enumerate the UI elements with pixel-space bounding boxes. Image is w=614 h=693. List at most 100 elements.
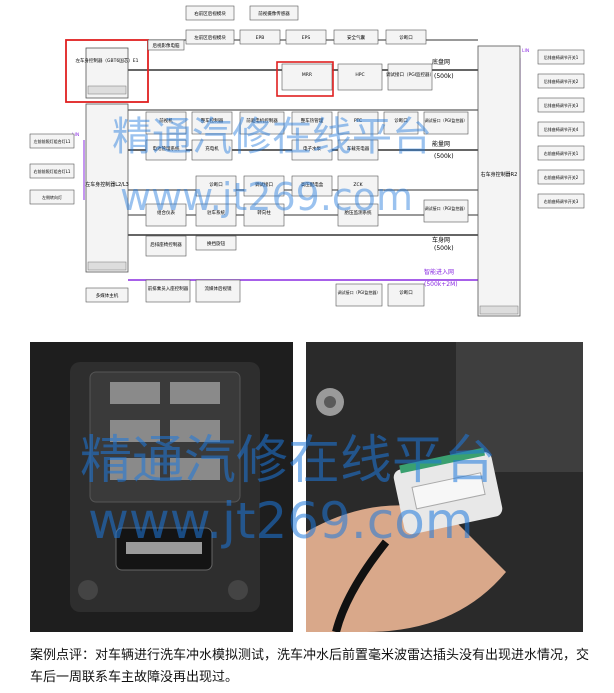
socket-illustration [30,342,293,632]
svg-text:前排乘员入座控制器: 前排乘员入座控制器 [148,285,189,292]
module-row2c: 电子水泵 [291,139,333,161]
module-row4e: 调试接口（PGI监控器） [423,199,469,223]
module-right7: 右前座椅调节开关3 [537,193,585,209]
module-row5a: 后排座椅控制器 [145,235,187,257]
svg-text:流媒体后视镜: 流媒体后视镜 [205,285,232,292]
svg-text:调试接口（PGI监控器）: 调试接口（PGI监控器） [338,289,381,295]
svg-text:诊断口: 诊断口 [399,289,413,296]
bus-speed-smart: (500k+2M) [424,281,458,288]
svg-text:右前座椅调节开关1: 右前座椅调节开关1 [544,150,579,156]
svg-text:PTC: PTC [354,118,362,124]
diagram-watermark-url: www.jt269.com [120,175,413,219]
svg-text:后视影像电脑: 后视影像电脑 [153,42,180,49]
svg-text:左前区后视模块: 左前区后视模块 [194,34,226,41]
bus-label-lin-left: LIN [72,132,79,138]
module-top4: 左前区后视模块 [185,29,235,45]
svg-text:驻车系统: 驻车系统 [207,209,225,216]
svg-text:后排座椅控制器: 后排座椅控制器 [150,241,182,248]
svg-text:整车控制器: 整车控制器 [201,117,224,124]
module-row4b: 驻车系统 [195,203,237,227]
svg-text:MRR: MRR [302,72,312,78]
bus-speed-energy: (500k) [434,153,454,160]
module-right4: 后排座椅调节开关4 [537,121,585,137]
bus-speed-body: (500k) [434,245,454,252]
svg-text:后排座椅调节开关2: 后排座椅调节开关2 [544,78,579,84]
module-row1a: 前视机 [145,111,187,135]
svg-text:右前座椅调节开关3: 右前座椅调节开关3 [544,198,579,204]
module-left1: 左前前照灯组合灯L1 [29,133,75,149]
module-top7: 安全气囊 [333,29,379,45]
svg-text:整车热管理: 整车热管理 [301,117,324,124]
module-left-bcm-main: 左车身控制器L2/L3 [85,103,129,273]
module-left2: 右前前照灯组合灯L1 [29,163,75,179]
bus-label-lin-right: LIN [522,48,529,54]
bus-label-smart: 智能进入网 [424,268,454,276]
module-row5b: 换挡旋钮 [195,235,237,251]
svg-text:后排座椅调节开关3: 后排座椅调节开关3 [544,102,579,108]
module-row2a: 电池管理系统 [145,139,187,161]
svg-text:多媒体主机: 多媒体主机 [96,292,119,299]
module-left-front-bcm: 左车身控制器（GBT6国芯）E1 [76,47,139,99]
svg-text:诊断口: 诊断口 [394,117,408,124]
module-row3b: 调试接口 [243,175,285,197]
highlight-box-left-bcm [65,39,149,103]
svg-text:转向柱: 转向柱 [257,209,271,216]
svg-text:左车身控制器（GBT6国芯）E1: 左车身控制器（GBT6国芯）E1 [76,57,139,64]
diagram-watermark-title: 精通汽修在线平台 [112,114,432,160]
svg-text:调试接口（PGI监控器）: 调试接口（PGI监控器） [425,205,468,211]
highlight-box-mrr [276,61,334,97]
svg-text:右前区后视模块: 右前区后视模块 [194,10,226,17]
svg-text:右前座椅调节开关2: 右前座椅调节开关2 [544,174,579,180]
bus-label-chassis: 底盘网 [432,58,450,66]
module-right3: 后排座椅调节开关3 [537,97,585,113]
module-row1d: 整车热管理 [291,111,333,135]
module-top5: EPB [239,29,281,45]
svg-text:EPB: EPB [256,35,265,41]
module-bot4: 调试接口（PGI监控器） [335,283,383,307]
svg-text:高压配电盒: 高压配电盒 [301,181,324,188]
case-comment: 案例点评：对车辆进行洗车冲水模拟测试，洗车冲水后前置毫米波雷达插头没有出现进水情… [30,648,590,685]
bus-label-energy: 能量网 [432,140,450,148]
svg-text:调试接口（PGI监控器）: 调试接口（PGI监控器） [386,71,434,78]
svg-text:前视机: 前视机 [159,117,173,124]
module-hpc: HPC [337,63,383,91]
svg-text:调试接口: 调试接口 [255,181,273,188]
module-mid3: 调试接口（PGI监控器） [386,63,434,91]
module-row1b: 整车控制器 [191,111,233,135]
svg-text:前驱电机控制器: 前驱电机控制器 [246,117,278,124]
network-topology-diagram: 左车身控制器（GBT6国芯）E1 左车身控制器L2/L3 右车身控制器R2 右前… [0,0,614,330]
svg-text:电子水泵: 电子水泵 [303,145,321,152]
bus-speed-chassis: (500k) [434,73,454,80]
module-row2b: 充电机 [191,139,233,161]
module-top2: 前视摄像传感器 [249,5,299,21]
svg-text:EPS: EPS [302,35,311,41]
bus-label-body: 车身网 [432,236,450,244]
plug-illustration [306,342,583,632]
svg-text:调试接口（PGI监控器）: 调试接口（PGI监控器） [425,117,468,123]
module-row4a: 组合仪表 [145,203,187,227]
module-top3: 后视影像电脑 [147,39,185,51]
svg-text:前视摄像传感器: 前视摄像传感器 [258,10,290,17]
svg-text:后排座椅调节开关1: 后排座椅调节开关1 [544,54,579,60]
module-right5: 右前座椅调节开关1 [537,145,585,161]
module-row1f: 诊断口 [383,111,419,135]
module-row3d: ZCK [337,175,379,197]
svg-text:左前前照灯组合灯L1: 左前前照灯组合灯L1 [34,138,71,144]
module-row2d: 车载充电器 [337,139,379,161]
module-bot3: 流媒体后视镜 [195,279,241,303]
module-right6: 右前座椅调节开关2 [537,169,585,185]
module-top8: 诊断口 [385,29,427,45]
module-right1: 后排座椅调节开关1 [537,49,585,65]
svg-text:ZCK: ZCK [353,182,363,188]
module-left3: 左侧转向灯 [29,189,75,205]
svg-text:后排座椅调节开关4: 后排座椅调节开关4 [544,126,579,132]
svg-text:左侧转向灯: 左侧转向灯 [42,194,62,200]
svg-text:组合仪表: 组合仪表 [157,209,175,216]
module-row3c: 高压配电盒 [291,175,333,197]
photo-radar-plug [306,342,583,632]
module-row4d: 胎压监测系统 [337,203,379,227]
svg-text:诊断口: 诊断口 [399,34,413,41]
svg-text:诊断口: 诊断口 [209,181,223,188]
svg-text:HPC: HPC [355,72,364,78]
svg-text:左车身控制器L2/L3: 左车身控制器L2/L3 [85,181,129,188]
